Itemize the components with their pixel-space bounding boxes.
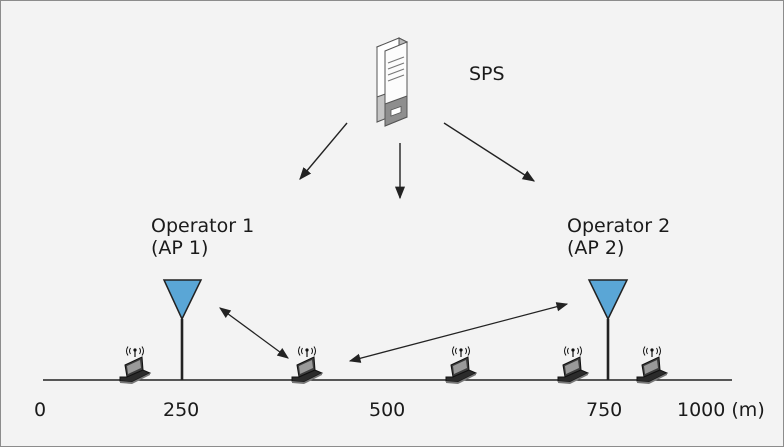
ap1-device-link-arrow: [219, 307, 289, 359]
laptop-icon: [119, 346, 152, 384]
ap1-operator-label: Operator 1: [151, 215, 255, 237]
server-to-ap2-arrow: [443, 122, 536, 182]
server-to-ap1-arrow: [299, 122, 348, 180]
server-icon: [375, 37, 409, 127]
ap2-device-link-arrow: [348, 302, 569, 363]
devices-layer: [119, 346, 669, 384]
ap2-id-label: (AP 2): [567, 237, 625, 259]
ap1-id-label: (AP 1): [151, 237, 209, 259]
laptop-icon: [445, 346, 478, 384]
axis-tick-0: 0: [34, 399, 47, 421]
laptop-icon: [557, 346, 590, 384]
axis-tick-750: 750: [586, 399, 623, 421]
antenna-ap2-icon: [587, 279, 629, 380]
laptop-icon: [291, 346, 324, 384]
laptop-icon: [636, 346, 669, 384]
server-label: SPS: [469, 63, 505, 85]
ap2-operator-label: Operator 2: [567, 215, 671, 237]
axis-tick-500: 500: [369, 399, 406, 421]
axis-tick-1000: 1000 (m): [677, 399, 765, 421]
axis-tick-250: 250: [163, 399, 200, 421]
antenna-ap1-icon: [162, 279, 203, 380]
